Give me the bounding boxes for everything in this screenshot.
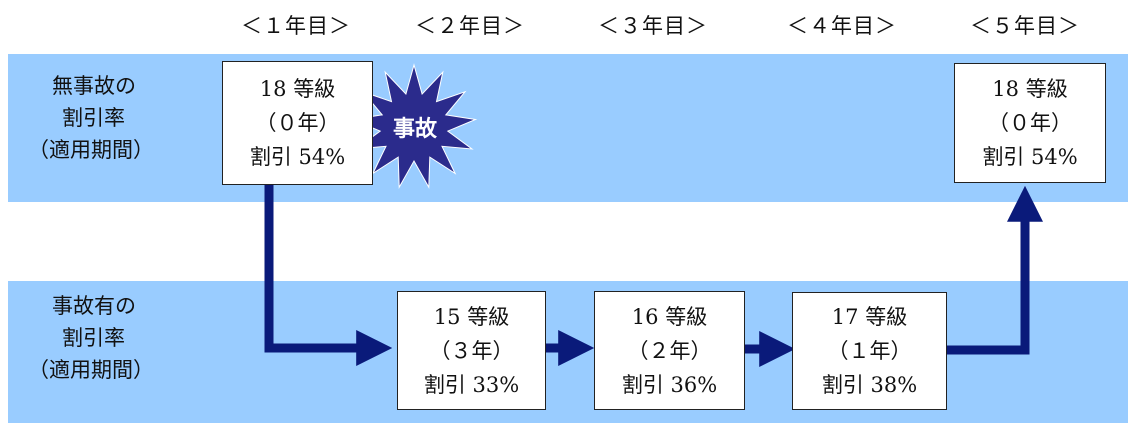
- accident-burst-label: 事故: [393, 116, 438, 142]
- discount-label: 割引 54%: [249, 145, 346, 169]
- grade-box-year2: 15 等級 （３年） 割引 33%: [397, 291, 546, 410]
- period-label: （０年）: [255, 111, 340, 135]
- grade-box-year4: 17 等級 （１年） 割引 38%: [792, 292, 947, 410]
- no-accident-row-label: 無事故の 割引率 （適用期間）: [28, 70, 154, 166]
- period-label: （２年）: [627, 338, 712, 363]
- row-label-line: 事故有の: [52, 294, 136, 318]
- year-label-2: ＜２年目＞: [415, 14, 525, 38]
- row-label-line: 割引率: [62, 106, 125, 130]
- discount-label: 割引 33%: [423, 372, 520, 397]
- row-label-line: 無事故の: [52, 74, 136, 98]
- row-label-line: 割引率: [62, 326, 125, 350]
- year-label-4: ＜４年目＞: [787, 14, 897, 38]
- year-label-1: ＜１年目＞: [241, 14, 351, 38]
- discount-label: 割引 38%: [821, 373, 918, 397]
- grade-label: 16 等級: [631, 304, 708, 329]
- grade-label: 18 等級: [992, 77, 1068, 101]
- grade-box-year3: 16 等級 （２年） 割引 36%: [594, 291, 745, 410]
- year-label-3: ＜３年目＞: [598, 14, 708, 38]
- grade-box-year5: 18 等級 （０年） 割引 54%: [954, 63, 1106, 183]
- discount-label: 割引 54%: [982, 145, 1078, 169]
- grade-box-year1: 18 等級 （０年） 割引 54%: [222, 61, 373, 185]
- arrow-17-to-18: [946, 185, 1043, 355]
- year-label-5: ＜５年目＞: [970, 14, 1080, 38]
- arrow-18-to-15: [264, 183, 393, 366]
- period-label: （３年）: [429, 338, 514, 363]
- discount-label: 割引 36%: [621, 372, 718, 397]
- period-label: （１年）: [827, 339, 912, 363]
- grade-label: 18 等級: [259, 77, 336, 101]
- grade-label: 17 等級: [831, 305, 908, 329]
- no-accident-band: [8, 54, 1128, 202]
- accident-row-label: 事故有の 割引率 （適用期間）: [28, 290, 154, 386]
- row-label-line: （適用期間）: [28, 358, 154, 382]
- period-label: （０年）: [988, 111, 1072, 135]
- row-label-line: （適用期間）: [28, 138, 154, 162]
- grade-label: 15 等級: [433, 304, 510, 329]
